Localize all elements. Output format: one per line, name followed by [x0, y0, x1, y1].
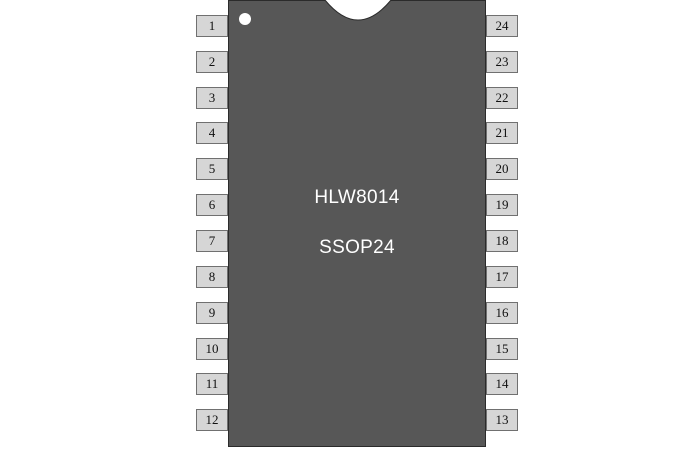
pin-left: 6 [196, 194, 228, 216]
pin-right: 21 [486, 122, 518, 144]
pin1-dot-icon [239, 13, 251, 25]
pin-left: 11 [196, 373, 228, 395]
pin-right: 23 [486, 51, 518, 73]
pin-right: 17 [486, 266, 518, 288]
pin-right: 22 [486, 87, 518, 109]
pin-left: 1 [196, 15, 228, 37]
pin-left: 2 [196, 51, 228, 73]
pin-left: 5 [196, 158, 228, 180]
pin-right: 15 [486, 338, 518, 360]
pin-right: 24 [486, 15, 518, 37]
pin-left: 8 [196, 266, 228, 288]
chip-package-type: SSOP24 [319, 237, 395, 258]
pin-right: 19 [486, 194, 518, 216]
notch-icon [324, 0, 392, 21]
pin-right: 16 [486, 302, 518, 324]
pin-left: 10 [196, 338, 228, 360]
pin-left: 4 [196, 122, 228, 144]
pin-left: 9 [196, 302, 228, 324]
chip-part-number: HLW8014 [314, 187, 400, 208]
pin-left: 7 [196, 230, 228, 252]
pin-right: 14 [486, 373, 518, 395]
pin-left: 12 [196, 409, 228, 431]
pin-left: 3 [196, 87, 228, 109]
pin-right: 13 [486, 409, 518, 431]
pin-right: 18 [486, 230, 518, 252]
pin-right: 20 [486, 158, 518, 180]
ic-package-body: HLW8014 SSOP24 [228, 0, 486, 447]
